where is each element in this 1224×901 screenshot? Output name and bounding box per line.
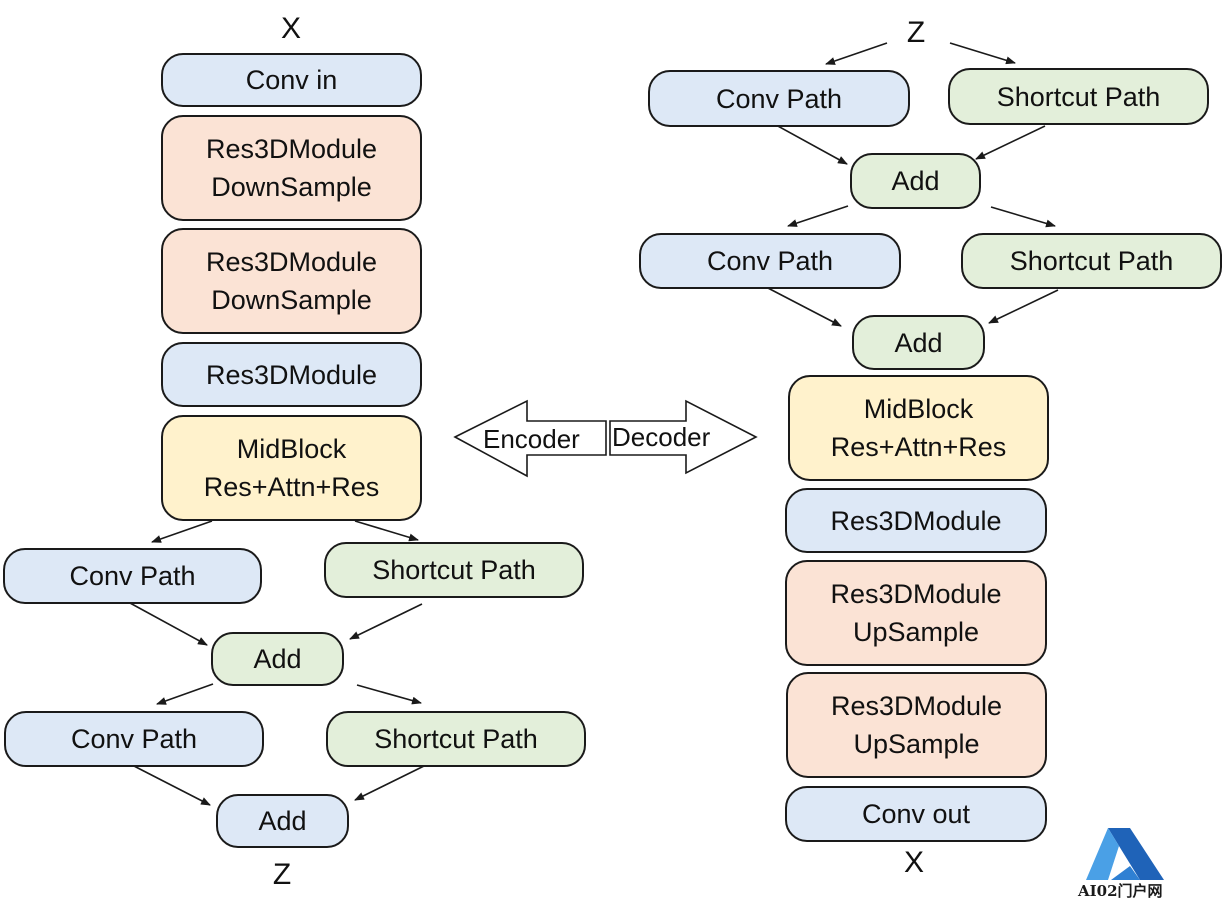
- arrow-conv2-to-add2: [131, 764, 211, 806]
- encoder-conv-in-text: Conv in: [245, 65, 338, 95]
- decoder-shortcut-path-2-text: Shortcut Path: [1009, 246, 1174, 276]
- decoder-mid-line2: Res+Attn+Res: [830, 432, 1007, 462]
- arrow-add1-to-conv2: [787, 205, 849, 227]
- decoder-shortcut-path-1-text: Shortcut Path: [996, 81, 1161, 112]
- encoder-down1-line2: DownSample: [211, 172, 372, 202]
- decoder-up2-line2: UpSample: [853, 729, 980, 759]
- decoder-up1-line1: Res3DModule: [830, 579, 1002, 609]
- encoder-arrow-label: Encoder: [483, 424, 580, 454]
- decoder-midblock: MidBlock Res+Attn+Res: [788, 375, 1049, 481]
- decoder-conv-path-1-text: Conv Path: [715, 83, 843, 114]
- decoder-mid-line1: MidBlock: [863, 394, 974, 424]
- decoder-shortcut-path-1: Shortcut Path: [948, 68, 1209, 125]
- arrow-shortcut1-to-add1: [975, 125, 1046, 160]
- encoder-conv-path-1-text: Conv Path: [69, 561, 196, 591]
- decoder-res-text: Res3DModule: [830, 505, 1002, 536]
- decoder-shortcut-path-2: Shortcut Path: [961, 233, 1222, 289]
- decoder-up1-line2: UpSample: [852, 617, 980, 647]
- encoder-shortcut-path-2: Shortcut Path: [326, 711, 586, 767]
- arrow-z-to-shortcut1: [949, 42, 1016, 65]
- watermark-logo-icon: [1086, 828, 1164, 880]
- arrow-shortcut1-to-add1: [349, 603, 423, 640]
- decoder-add-1: Add: [850, 153, 981, 209]
- decoder-conv-path-2-text: Conv Path: [706, 246, 834, 276]
- arrow-conv1-to-add1: [775, 124, 848, 165]
- encoder-output-label: Z: [272, 858, 292, 891]
- decoder-input-label: Z: [906, 16, 926, 49]
- arrow-z-to-conv1: [825, 42, 888, 65]
- decoder-res3dmodule: Res3DModule: [785, 488, 1047, 553]
- encoder-midblock: MidBlock Res+Attn+Res: [161, 415, 422, 521]
- arrow-add1-to-shortcut2: [356, 684, 422, 705]
- decoder-output-label: X: [903, 846, 924, 879]
- encoder-input-label: X: [280, 12, 301, 45]
- encoder-res3dmodule: Res3DModule: [161, 342, 422, 407]
- encoder-mid-line1: MidBlock: [236, 434, 347, 464]
- encoder-mid-line2: Res+Attn+Res: [203, 472, 380, 502]
- encoder-downsample-block-1: Res3DModule DownSample: [161, 115, 422, 221]
- encoder-add-1: Add: [211, 632, 344, 686]
- decoder-arrow-shape: [609, 399, 758, 475]
- encoder-conv-path-2-text: Conv Path: [70, 724, 198, 754]
- arrow-mid-to-conv1: [151, 520, 213, 543]
- encoder-shortcut-path-1-text: Shortcut Path: [372, 555, 536, 585]
- decoder-add-2-text: Add: [894, 327, 943, 358]
- encoder-down2-line1: Res3DModule: [205, 247, 378, 277]
- encoder-downsample-block-2: Res3DModule DownSample: [161, 228, 422, 334]
- encoder-conv-path-1: Conv Path: [3, 548, 262, 604]
- arrow-add1-to-conv2: [156, 683, 214, 705]
- encoder-down1-line1: Res3DModule: [205, 134, 378, 164]
- arrow-conv2-to-add2: [765, 286, 842, 327]
- encoder-add-2: Add: [216, 794, 349, 848]
- decoder-conv-path-2: Conv Path: [639, 233, 901, 289]
- decoder-add-2: Add: [852, 315, 985, 370]
- decoder-conv-out: Conv out: [785, 786, 1047, 842]
- arrow-conv1-to-add1: [129, 602, 208, 646]
- encoder-conv-path-2: Conv Path: [4, 711, 264, 767]
- encoder-res-text: Res3DModule: [205, 359, 378, 390]
- encoder-shortcut-path-1: Shortcut Path: [324, 542, 584, 598]
- watermark-text: AI02门户网: [1078, 882, 1163, 900]
- decoder-upsample-block-1: Res3DModule UpSample: [785, 560, 1047, 666]
- encoder-down2-line2: DownSample: [211, 285, 372, 315]
- encoder-arrow-shape: [453, 399, 607, 478]
- arrow-shortcut2-to-add2: [988, 289, 1059, 324]
- decoder-conv-path-1: Conv Path: [648, 70, 910, 127]
- arrow-add1-to-shortcut2: [990, 206, 1056, 228]
- decoder-up2-line1: Res3DModule: [830, 691, 1003, 721]
- arrow-shortcut2-to-add2: [354, 765, 425, 801]
- decoder-add-1-text: Add: [891, 166, 940, 196]
- decoder-conv-out-text: Conv out: [861, 799, 971, 829]
- encoder-shortcut-path-2-text: Shortcut Path: [374, 724, 538, 754]
- decoder-arrow-label: Decoder: [612, 422, 711, 452]
- encoder-conv-in: Conv in: [161, 53, 422, 107]
- decoder-upsample-block-2: Res3DModule UpSample: [786, 672, 1047, 778]
- arrow-mid-to-shortcut1: [354, 520, 419, 542]
- encoder-add-2-text: Add: [258, 806, 307, 836]
- encoder-add-1-text: Add: [253, 644, 302, 674]
